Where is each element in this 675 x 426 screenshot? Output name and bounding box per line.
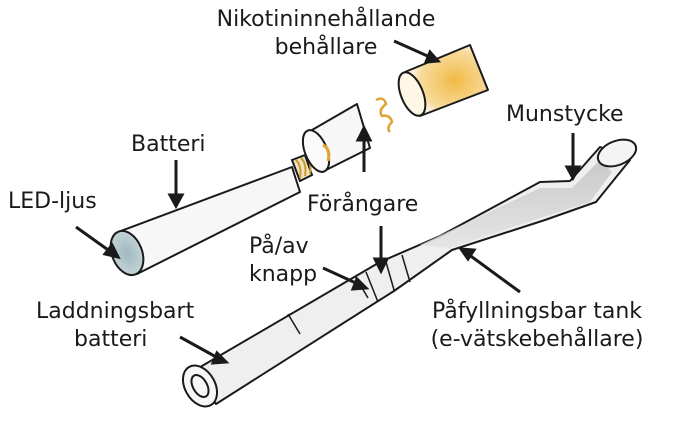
- label-refillable-tank-line1: Påfyllningsbar tank: [412, 298, 662, 326]
- label-nicotine-container: Nikotininnehållande behållare: [201, 6, 451, 62]
- label-vaporizer: Förångare: [307, 191, 418, 219]
- label-refillable-tank: Påfyllningsbar tank (e-vätskebehållare): [412, 298, 662, 354]
- label-rechargeable-battery-line1: Laddningsbart: [36, 298, 194, 326]
- label-nicotine-container-line1: Nikotininnehållande: [201, 6, 451, 34]
- label-power-button: På/av knapp: [249, 233, 317, 289]
- label-rechargeable-battery-line2: batteri: [36, 326, 194, 354]
- label-rechargeable-battery: Laddningsbart batteri: [36, 298, 194, 354]
- label-nicotine-container-line2: behållare: [201, 34, 451, 62]
- label-mouthpiece: Munstycke: [506, 101, 624, 129]
- label-battery: Batteri: [131, 131, 206, 159]
- label-led-light: LED-ljus: [8, 188, 97, 216]
- label-refillable-tank-line2: (e-vätskebehållare): [412, 326, 662, 354]
- label-power-button-line1: På/av: [249, 233, 317, 261]
- label-power-button-line2: knapp: [249, 261, 317, 289]
